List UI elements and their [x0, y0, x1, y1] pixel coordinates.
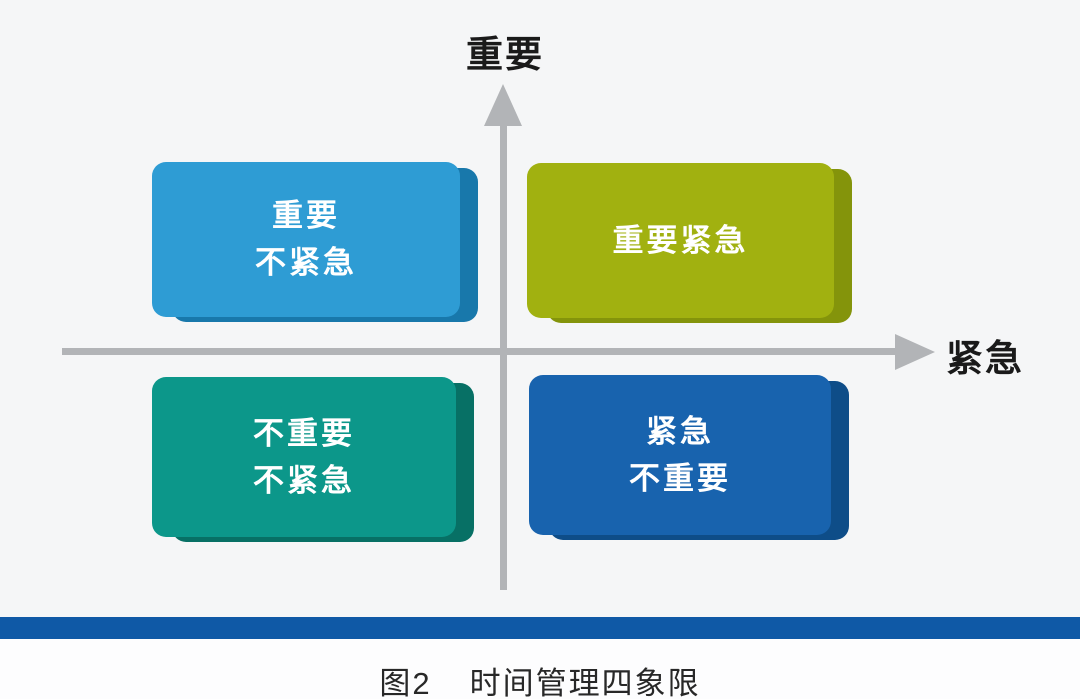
quadrant-label-line: 重要 [272, 198, 340, 234]
quadrant-face: 紧急 不重要 [529, 375, 831, 535]
quadrant-face: 不重要 不紧急 [152, 377, 456, 537]
quadrant-important-urgent: 重要紧急 [527, 163, 852, 323]
y-axis-label: 重要 [466, 34, 544, 75]
x-axis-line [62, 348, 900, 355]
quadrant-face: 重要 不紧急 [152, 162, 460, 317]
x-axis-label: 紧急 [946, 338, 1024, 379]
figure-number: 图2 [379, 666, 432, 699]
arrow-up-icon [484, 84, 522, 126]
figure-caption: 图2 时间管理四象限 [0, 658, 1080, 699]
quadrant-important-not-urgent: 重要 不紧急 [152, 162, 478, 322]
quadrant-label-line: 紧急 [646, 413, 714, 449]
quadrant-label-line: 不重要 [253, 415, 355, 451]
arrow-right-icon [895, 334, 935, 370]
quadrant-not-important-not-urgent: 不重要 不紧急 [152, 377, 474, 542]
quadrant-urgent-not-important: 紧急 不重要 [529, 375, 849, 540]
quadrant-label-line: 不重要 [629, 460, 731, 496]
quadrant-face: 重要紧急 [527, 163, 834, 318]
quadrant-label-line: 重要紧急 [612, 222, 749, 258]
quadrant-label-line: 不紧急 [253, 462, 355, 498]
figure-title: 时间管理四象限 [469, 666, 701, 699]
quadrant-label-line: 不紧急 [255, 245, 357, 280]
footer-background [0, 639, 1080, 699]
divider-bar [0, 617, 1080, 639]
y-axis-line [500, 96, 507, 590]
